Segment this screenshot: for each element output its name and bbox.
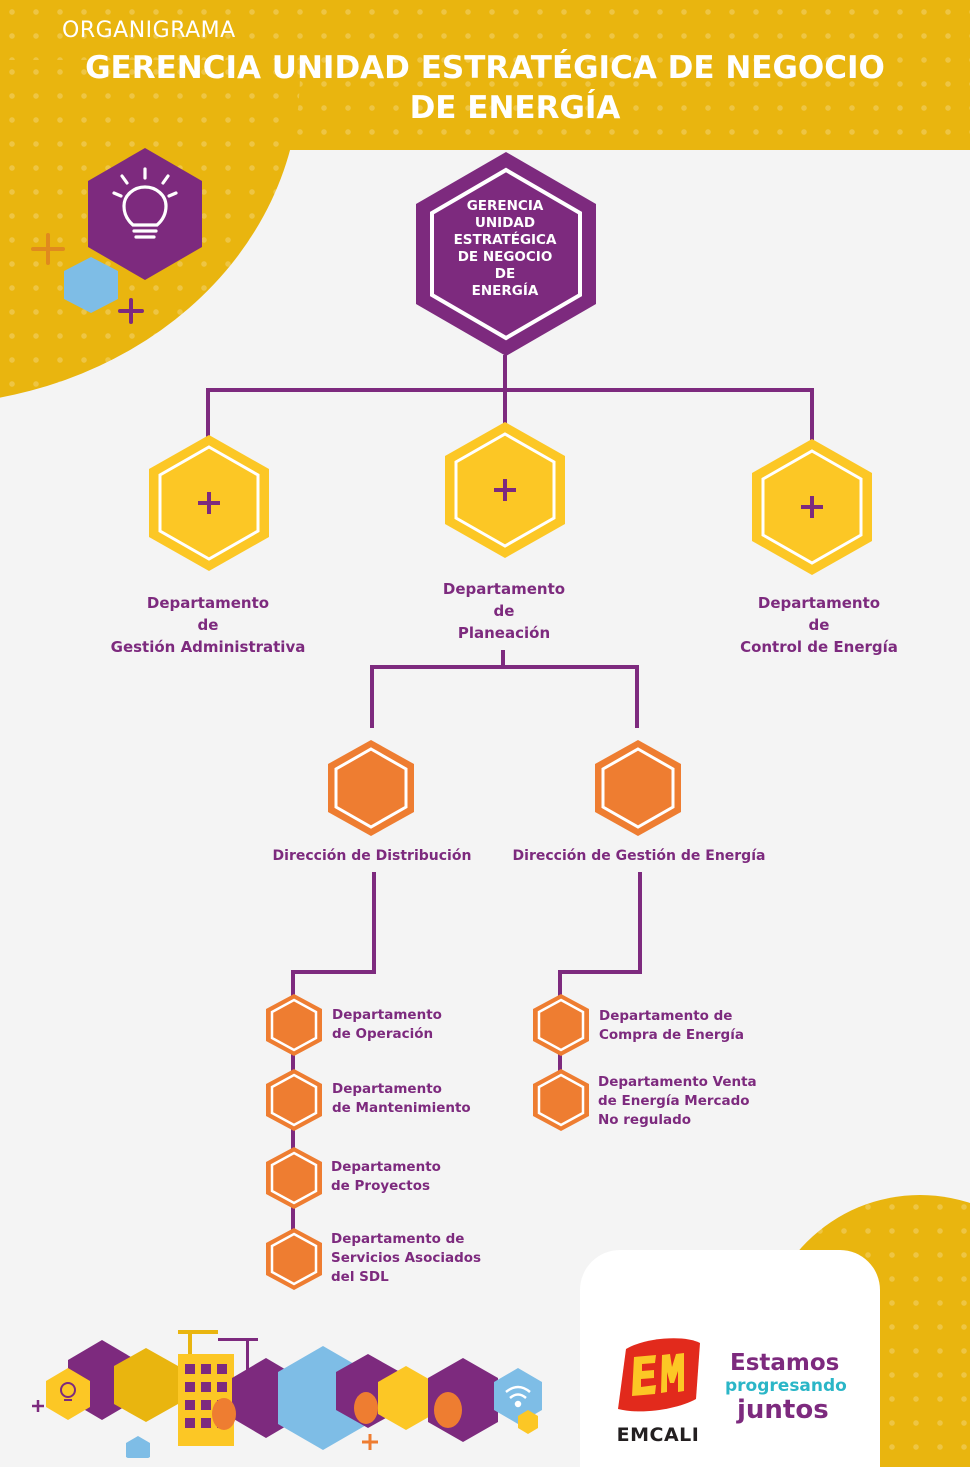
- hexagon-decoration: [114, 1348, 178, 1422]
- lightbulb-icon: [112, 167, 178, 239]
- sub-dept-servicios-label: Departamento de Servicios Asociados del …: [331, 1230, 481, 1287]
- sub-dept-label-line: de Proyectos: [331, 1178, 431, 1194]
- sub-dept-operacion-label: Departamento de Operación: [332, 1006, 442, 1044]
- slogan-line1: Estamos: [730, 1350, 840, 1376]
- hexagon-decoration: [46, 1368, 90, 1420]
- connector-paths: [206, 355, 814, 1230]
- blue-hexagon: [64, 257, 118, 313]
- sub-dept-hexagon: [533, 994, 589, 1056]
- header-title-line2: DE ENERGÍA: [409, 90, 621, 126]
- header-subtitle: ORGANIGRAMA: [62, 18, 236, 43]
- dept-label-line: Planeación: [457, 624, 551, 642]
- sub-dept-hexagon: [533, 1069, 589, 1131]
- plus-icon: [494, 479, 516, 501]
- sub-dept-label-line: del SDL: [331, 1269, 389, 1285]
- crane-arm: [178, 1330, 218, 1334]
- sub-dept-hexagon: [266, 1147, 322, 1209]
- top-node-line: GERENCIA: [466, 198, 544, 214]
- hexagon-decoration: [378, 1366, 434, 1430]
- dept-label-line: Control de Energía: [740, 638, 898, 656]
- top-node-line: UNIDAD: [474, 215, 536, 231]
- hexagon-decoration: [126, 1436, 150, 1458]
- sub-dept-venta-label: Departamento Venta de Energía Mercado No…: [598, 1073, 757, 1130]
- direction-distribucion-hexagon: [328, 740, 414, 836]
- lightbulb-icon: [60, 1382, 76, 1401]
- emcali-logo-text: EMCALI: [616, 1424, 700, 1446]
- dept-label-line: Gestión Administrativa: [110, 638, 306, 656]
- header-title-line1: GERENCIA UNIDAD ESTRATÉGICA DE NEGOCIO: [85, 50, 885, 86]
- crane-mast: [246, 1341, 249, 1379]
- dept-label-line: Departamento: [757, 594, 881, 612]
- dept-control-label: Departamento de Control de Energía: [699, 592, 939, 658]
- sub-dept-label-line: de Operación: [332, 1026, 434, 1042]
- lightbulb-decoration: [31, 148, 202, 324]
- sub-dept-mantenimiento-label: Departamento de Mantenimiento: [332, 1080, 471, 1118]
- dept-label-line: Departamento: [146, 594, 270, 612]
- tree-decoration: [212, 1392, 462, 1430]
- direction-gestion-hexagon: [595, 740, 681, 836]
- plus-icon: [198, 492, 220, 514]
- sub-dept-label-line: de Energía Mercado: [598, 1093, 750, 1109]
- slogan-line3: juntos: [737, 1395, 829, 1425]
- top-node-line: ESTRATÉGICA: [453, 232, 557, 248]
- plus-icon: [118, 298, 144, 324]
- lightbulb-hexagon: [88, 148, 202, 280]
- hexagon-decoration: [518, 1410, 538, 1434]
- dept-planeacion-label: Departamento de Planeación: [384, 578, 624, 644]
- crane-arm: [218, 1338, 258, 1341]
- dept-label-line: de: [493, 602, 515, 620]
- top-node-hexagon: [416, 152, 596, 356]
- sub-dept-hexagon: [266, 1069, 322, 1131]
- direction-distribucion-label: Dirección de Distribución: [272, 848, 472, 864]
- sub-dept-label-line: Departamento: [331, 1159, 441, 1175]
- sub-dept-label-line: Servicios Asociados: [331, 1250, 482, 1266]
- top-node-label: GERENCIA UNIDAD ESTRATÉGICA DE NEGOCIO D…: [440, 198, 570, 300]
- sub-dept-label-line: Departamento de: [331, 1231, 465, 1247]
- sub-dept-label-line: de Mantenimiento: [332, 1100, 471, 1116]
- sub-dept-label-line: No regulado: [598, 1112, 692, 1128]
- plus-icon: [32, 1400, 44, 1412]
- wifi-icon: [505, 1385, 531, 1408]
- sub-dept-proyectos-label: Departamento de Proyectos: [331, 1158, 441, 1196]
- sub-dept-hexagon: [266, 1228, 322, 1290]
- plus-icon: [31, 233, 65, 265]
- dept-label-line: Departamento: [442, 580, 566, 598]
- sub-dept-compra-label: Departamento de Compra de Energía: [599, 1007, 744, 1045]
- direction-gestion-label: Dirección de Gestión de Energía: [512, 848, 766, 864]
- city-illustration: [32, 1330, 542, 1458]
- sub-dept-label-line: Departamento: [332, 1007, 442, 1023]
- plus-icon: [362, 1434, 378, 1450]
- sub-dept-label-line: Compra de Energía: [599, 1027, 744, 1043]
- top-node-line: DE: [494, 266, 516, 282]
- sub-dept-label-line: Departamento de: [599, 1008, 733, 1024]
- plus-icon: [801, 496, 823, 518]
- dept-planeacion-hexagon: [445, 422, 565, 558]
- top-node-line: DE NEGOCIO: [457, 249, 553, 265]
- sub-dept-hexagon: [266, 994, 322, 1056]
- sub-dept-label-line: Departamento: [332, 1081, 442, 1097]
- emcali-logo-mark: [618, 1338, 700, 1412]
- dept-label-line: de: [808, 616, 830, 634]
- header-title: GERENCIA UNIDAD ESTRATÉGICA DE NEGOCIO D…: [40, 48, 930, 128]
- dept-admin-label: Departamento de Gestión Administrativa: [88, 592, 328, 658]
- dept-control-hexagon: [752, 439, 872, 575]
- hexagon-decoration: [494, 1368, 542, 1424]
- top-node-line: ENERGÍA: [471, 283, 539, 299]
- sub-dept-label-line: Departamento Venta: [598, 1074, 757, 1090]
- dept-label-line: de: [197, 616, 219, 634]
- dept-admin-hexagon: [149, 435, 269, 571]
- slogan-line2: progresando: [725, 1376, 847, 1396]
